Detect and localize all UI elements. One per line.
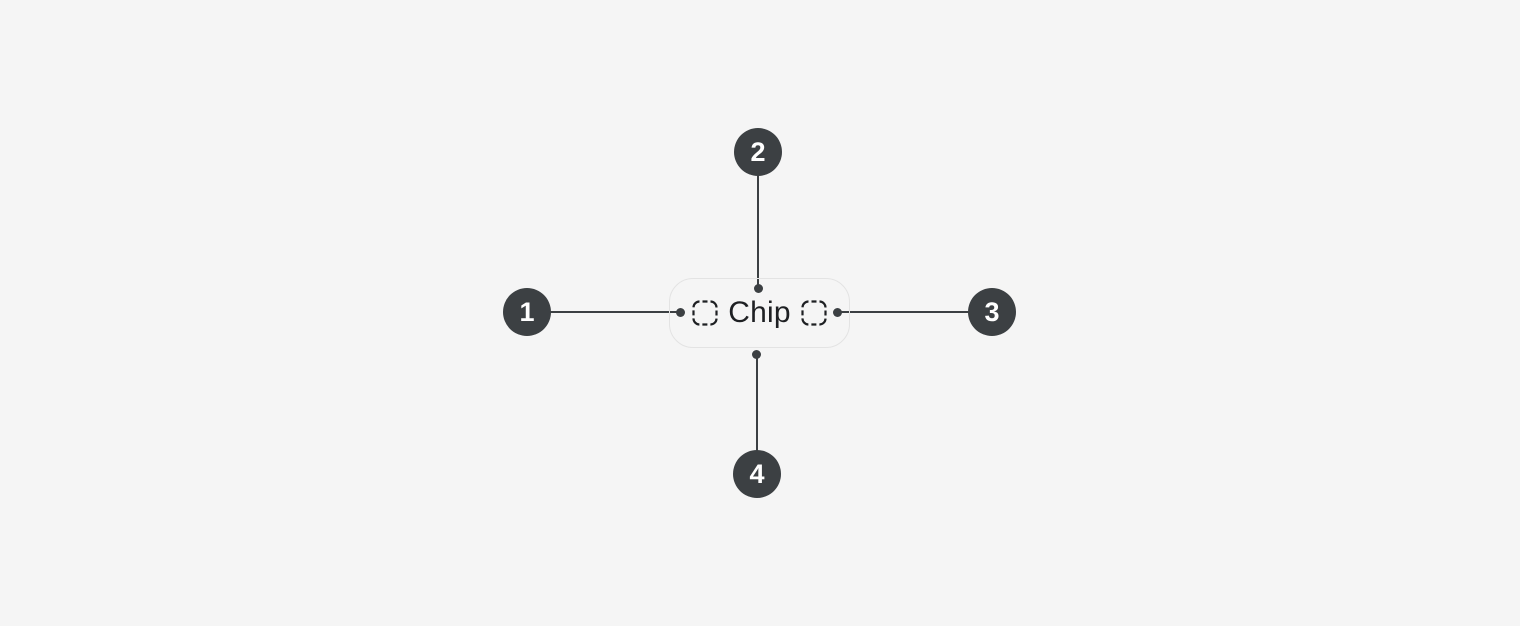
anchor-dot-top xyxy=(754,284,763,293)
callout-line-3 xyxy=(838,311,992,313)
callout-line-2 xyxy=(757,152,759,288)
leading-icon-placeholder-icon xyxy=(692,300,718,326)
callout-badge-4-number: 4 xyxy=(749,458,765,489)
callout-badge-2: 2 xyxy=(734,128,782,176)
callout-badge-3-number: 3 xyxy=(984,296,1000,327)
callout-badge-1: 1 xyxy=(503,288,551,336)
anchor-dot-left xyxy=(676,308,685,317)
chip-component: Chip xyxy=(669,278,850,348)
callout-line-1 xyxy=(527,311,680,313)
callout-line-4 xyxy=(756,354,758,474)
callout-badge-3: 3 xyxy=(968,288,1016,336)
callout-badge-2-number: 2 xyxy=(750,136,766,167)
chip-label: Chip xyxy=(728,296,791,329)
callout-badge-4: 4 xyxy=(733,450,781,498)
callout-badge-1-number: 1 xyxy=(519,296,535,327)
trailing-icon-placeholder-icon xyxy=(801,300,827,326)
anchor-dot-right xyxy=(833,308,842,317)
anchor-dot-bottom xyxy=(752,350,761,359)
